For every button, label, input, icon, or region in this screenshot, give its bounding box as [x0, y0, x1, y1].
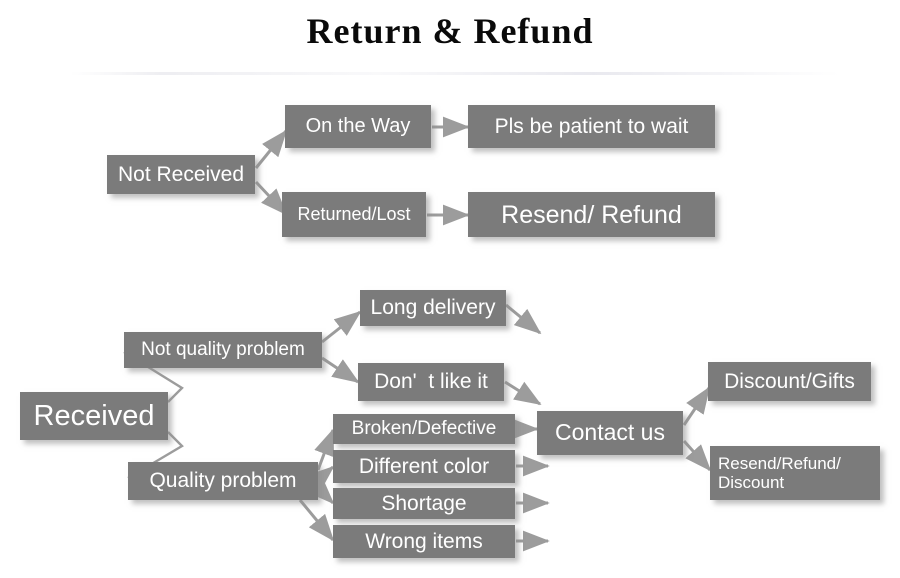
edge-quality-shortage [307, 477, 335, 505]
edge-notquality-longdelivery [321, 310, 362, 344]
page-title: Return & Refund [306, 11, 594, 51]
edge-notquality-dontlike [321, 356, 360, 384]
node-different-color[interactable]: Different color [333, 450, 515, 483]
edge-longdelivery-contactus [505, 303, 542, 335]
node-on-the-way[interactable]: On the Way [285, 105, 431, 148]
node-not-received[interactable]: Not Received [107, 155, 255, 194]
title-divider [70, 72, 840, 75]
node-shortage[interactable]: Shortage [333, 488, 515, 519]
edge-notreceived-ontheway [254, 129, 288, 169]
edge-quality-broken [314, 428, 335, 471]
node-resend-refund-discount[interactable]: Resend/Refund/ Discount [710, 446, 880, 500]
node-resend-refund[interactable]: Resend/ Refund [468, 192, 715, 237]
node-wrong-items[interactable]: Wrong items [333, 525, 515, 558]
node-discount-gifts[interactable]: Discount/Gifts [708, 362, 871, 401]
edge-dontlike-contactus [504, 380, 542, 406]
edge-quality-wrongitems [298, 499, 335, 542]
node-long-delivery[interactable]: Long delivery [360, 290, 506, 326]
node-broken-defective[interactable]: Broken/Defective [333, 414, 515, 444]
node-not-quality-problem[interactable]: Not quality problem [124, 332, 322, 368]
node-dont-like-it[interactable]: Don' t like it [358, 363, 504, 401]
node-pls-be-patient[interactable]: Pls be patient to wait [468, 105, 715, 148]
node-contact-us[interactable]: Contact us [537, 411, 683, 455]
edge-contactus-discountgifts [682, 386, 711, 426]
edge-notreceived-returnedlost [254, 180, 288, 216]
node-quality-problem[interactable]: Quality problem [128, 462, 318, 500]
edge-quality-diffcolor [306, 465, 335, 492]
edge-contactus-resenddiscount [682, 439, 712, 472]
node-received[interactable]: Received [20, 392, 168, 440]
node-returned-lost[interactable]: Returned/Lost [282, 192, 426, 237]
